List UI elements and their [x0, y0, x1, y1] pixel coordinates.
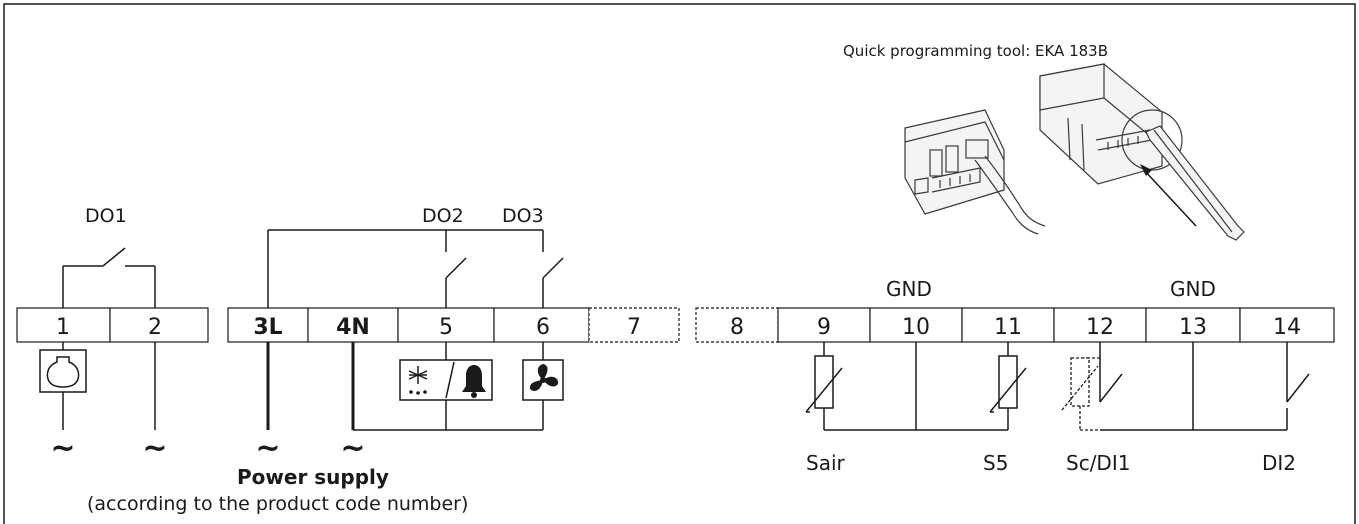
terminal-10-label: 10 — [902, 315, 930, 340]
relay-do3-label: DO3 — [502, 205, 544, 227]
terminal-1-label: 1 — [56, 315, 70, 340]
gnd-label-right: GND — [1170, 277, 1216, 301]
power-supply-note: (according to the product code number) — [87, 493, 468, 515]
relay-do3-switch — [542, 257, 564, 308]
terminal-8-label: 8 — [730, 315, 744, 340]
di2-input-symbol — [1286, 342, 1310, 430]
load-return-line — [353, 342, 544, 431]
ac-symbol-4n: ~ — [340, 431, 365, 466]
terminal-7-label: 7 — [627, 315, 641, 340]
relay-do1-label: DO1 — [85, 205, 127, 227]
relay-do1-switch — [62, 247, 156, 308]
ac-symbol-t1: ~ — [50, 431, 75, 466]
terminal-6-label: 6 — [536, 315, 550, 340]
diagram-frame — [3, 3, 1356, 524]
terminal-4-label: 4N — [336, 315, 370, 340]
ac-symbol-3l: ~ — [255, 431, 280, 466]
defrost-alarm-icon — [399, 359, 493, 401]
terminal-9-label: 9 — [817, 315, 831, 340]
terminal-11-label: 11 — [994, 315, 1022, 340]
sensor-s5-label: S5 — [983, 451, 1008, 475]
s5-sensor-symbol — [989, 342, 1027, 430]
terminal-13-label: 13 — [1179, 315, 1207, 340]
sc-di1-input-symbol — [1061, 342, 1123, 431]
relay-common-line — [267, 229, 544, 308]
terminal-9-box — [777, 307, 871, 343]
terminal-6-box — [493, 307, 590, 343]
controller-drawing-right — [1039, 63, 1245, 241]
sensor-sair-label: Sair — [806, 451, 846, 475]
sensor-di2-label: DI2 — [1262, 451, 1296, 475]
sair-sensor-symbol — [805, 342, 843, 430]
terminal-14-label: 14 — [1273, 315, 1301, 340]
controller-drawing-left — [904, 109, 1046, 235]
ac-symbol-t2: ~ — [142, 431, 167, 466]
power-supply-title: Power supply — [237, 465, 389, 489]
sensor-sc-di1-label: Sc/DI1 — [1066, 451, 1130, 475]
insertion-arrow — [1140, 164, 1197, 227]
terminal-strip-middle — [227, 307, 680, 343]
compressor-icon — [39, 342, 87, 430]
terminal-5-box — [397, 307, 495, 343]
terminal-8-box — [695, 307, 779, 343]
terminal-2-box — [109, 307, 209, 343]
terminal-7-box — [588, 307, 680, 343]
programming-tool-label: Quick programming tool: EKA 183B — [843, 42, 1108, 60]
terminal-3-label: 3L — [253, 315, 282, 340]
fan-icon — [522, 359, 564, 401]
terminal-12-label: 12 — [1086, 315, 1114, 340]
terminal-strip-left — [16, 307, 209, 343]
relay-do2-label: DO2 — [422, 205, 464, 227]
terminal-strip-right — [695, 307, 1335, 343]
terminal-2-label: 2 — [148, 315, 162, 340]
relay-do2-switch — [445, 257, 467, 308]
terminal-5-label: 5 — [439, 315, 453, 340]
gnd-label-left: GND — [886, 277, 932, 301]
terminal-14-box — [1239, 307, 1335, 343]
